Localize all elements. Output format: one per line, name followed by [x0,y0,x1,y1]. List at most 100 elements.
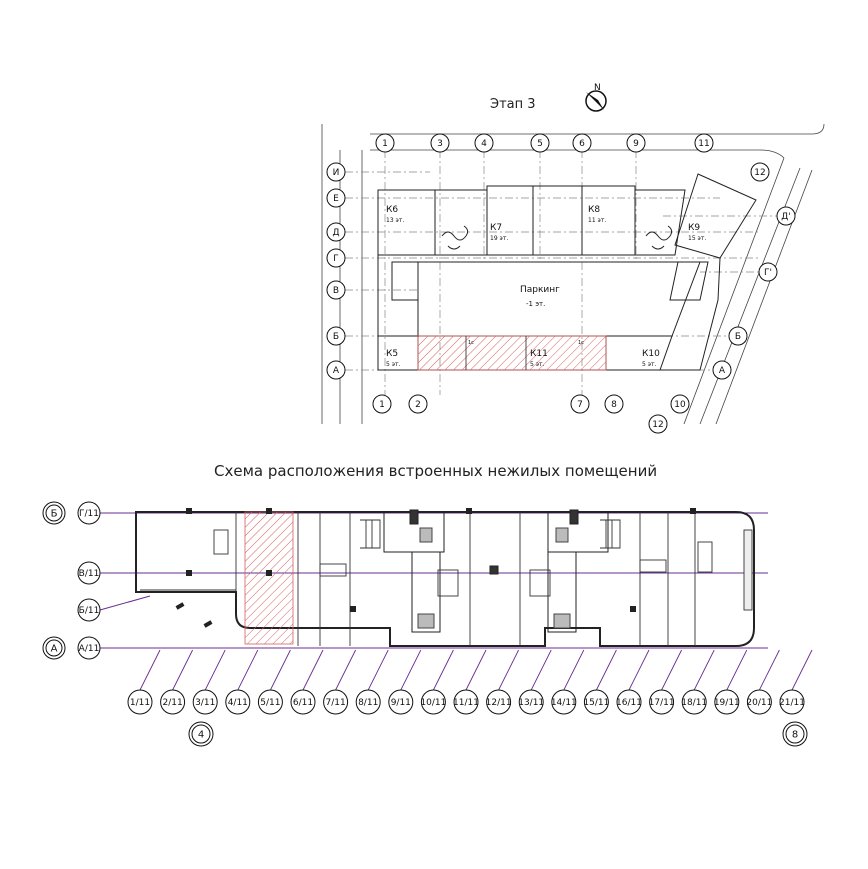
axis-bubble: 11 [694,133,714,153]
axis-label: 4/11 [228,698,248,708]
axis-bubble-circle [355,689,381,715]
courtyard-icon [441,225,673,250]
axis-bubble-circle [77,636,101,660]
axis-bubble-circle [225,689,251,715]
axis-leader [302,649,324,691]
axis-bubble-circle [326,326,346,346]
axis-bubble-circle [616,689,642,715]
axis-label: Г/11 [79,509,99,519]
axis-bubble: 3 [430,133,450,153]
axis-bubble-inner [191,724,211,744]
axis-bubble-circle [127,689,153,715]
axis-label: 3 [437,139,443,149]
axis-label: 5/11 [260,698,280,708]
axis-label: Д' [781,212,791,222]
column-markers [175,508,696,628]
axis-label: 11/11 [453,698,479,708]
axis-bubble-circle [714,689,740,715]
axis-bubble-circle [712,360,732,380]
axis-bubble: 5 [530,133,550,153]
axis-bubble-circle [290,689,316,715]
axis-bubble-inner [45,639,63,657]
axis-label: Г [333,254,339,264]
axis-bubble: 15/11 [583,689,609,715]
axis-label: А [51,644,58,655]
axis-leader [628,649,650,691]
axis-bubble: 7/11 [323,689,349,715]
axis-leader [335,649,357,691]
building-label: К9 [688,223,700,233]
axis-leader [595,649,617,691]
axis-bubble: 18/11 [681,689,707,715]
axis-bubble-circle [746,689,772,715]
axis-bubble: В/11 [77,561,101,585]
axis-leader [269,649,291,691]
axis-label: 19/11 [714,698,740,708]
axis-label: 15/11 [583,698,609,708]
axis-leader [367,649,389,691]
road-lines [321,123,825,425]
axis-bubble-circle [530,133,550,153]
small-mark: 1с [468,340,474,346]
axis-bubble: 9/11 [388,689,414,715]
axis-label: Е [333,194,339,204]
axis-bubble: 9 [626,133,646,153]
axis-bubble-circle [486,689,512,715]
building-labels: К6 13 эт. К7 19 эт. К8 11 эт. К9 15 эт. … [386,205,706,368]
axis-label: 4 [198,730,204,741]
small-mark: 1с [578,340,584,346]
axis-bubble: 8 [604,394,624,414]
parking-level: -1 эт. [526,300,545,308]
axis-bubble: 14/11 [551,689,577,715]
axis-label: И [333,168,340,178]
axis-label: А [333,366,340,376]
axis-leader-lines [139,649,813,691]
axis-bubble: 10/11 [420,689,446,715]
axis-label: 17/11 [649,698,675,708]
axis-label: А [719,366,726,376]
axis-bubble-inner [45,504,63,522]
hatched-zone [417,335,607,371]
axis-bubble-circle [326,248,346,268]
axis-bubble-circle [77,501,101,525]
axis-bubble-circle [326,188,346,208]
axis-label: Б/11 [79,606,100,616]
axis-label: 20/11 [746,698,772,708]
axis-label: 5 [537,139,543,149]
building-floors: 5 эт. [642,361,657,368]
axis-bubble-circle [453,689,479,715]
axis-bubble: 20/11 [746,689,772,715]
axis-label: 9 [633,139,639,149]
axis-bubble: Б [42,501,66,525]
axis-leader [693,649,715,691]
axis-bubble-circle [375,133,395,153]
building-floors: 5 эт. [530,361,545,368]
axis-label: 13/11 [518,698,544,708]
axis-bubble: 10 [670,394,690,414]
axis-label: 3/11 [195,698,215,708]
axis-bubble: Б [728,326,748,346]
axis-bubble-circle [420,689,446,715]
axis-bubble: 11/11 [453,689,479,715]
axis-bubble-circle [430,133,450,153]
axis-bubble-circle [750,162,770,182]
axis-bubble-circle [326,280,346,300]
axis-bubble: В [326,280,346,300]
axis-bubble-circle [192,689,218,715]
axis-bubble-circle [694,133,714,153]
axis-label: 12 [652,420,663,430]
axis-label: Б [51,509,58,520]
axis-leader [791,649,813,691]
axis-label: 11 [698,139,709,149]
axis-bubble: 2 [408,394,428,414]
axis-label: 10/11 [420,698,446,708]
axis-bubble: 1 [375,133,395,153]
axis-bubble-circle [518,689,544,715]
axis-label: 2 [415,400,421,410]
parking-label: Паркинг [520,285,560,295]
axis-label: Г' [764,268,772,278]
axis-leader [726,649,748,691]
building-label: К7 [490,223,502,233]
